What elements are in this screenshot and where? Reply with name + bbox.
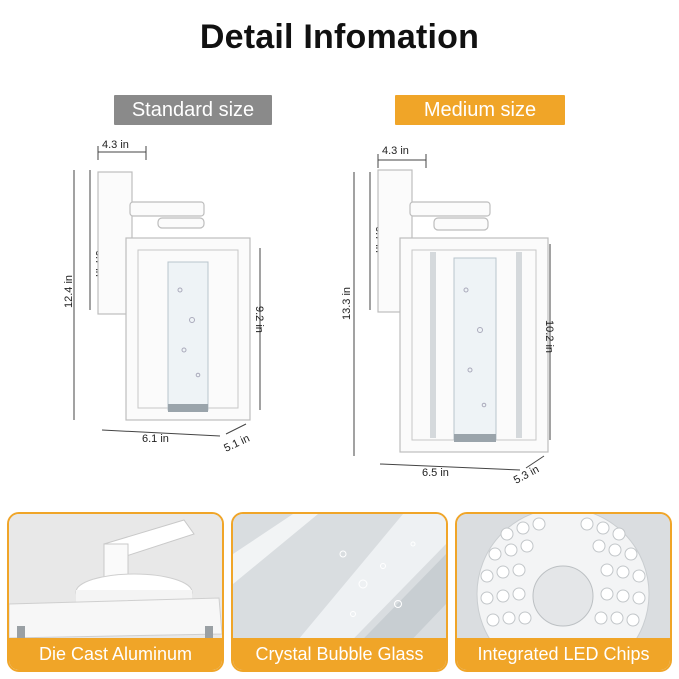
- standard-top-width: 4.3 in: [102, 139, 129, 151]
- feature-tile-led: Integrated LED Chips: [455, 512, 672, 672]
- page-title: Detail Infomation: [199, 18, 480, 56]
- feature-caption: Integrated LED Chips: [457, 638, 670, 670]
- standard-size-diagram: 4.3 in 12.4 in 6.7 in 9.2 in 6.1 in 5.1 …: [63, 139, 265, 455]
- feature-caption: Die Cast Aluminum: [9, 638, 222, 670]
- feature-tile-aluminum: Die Cast Aluminum: [7, 512, 224, 672]
- feature-caption: Crystal Bubble Glass: [233, 638, 446, 670]
- medium-total-height: 13.3 in: [341, 287, 353, 320]
- medium-width: 6.5 in: [422, 467, 449, 479]
- standard-depth: 5.1 in: [222, 432, 251, 454]
- medium-glass-height: 10.2 in: [543, 320, 555, 353]
- standard-total-height: 12.4 in: [63, 275, 75, 308]
- standard-width: 6.1 in: [142, 433, 169, 445]
- medium-top-width: 4.3 in: [382, 145, 409, 157]
- feature-tile-glass: Crystal Bubble Glass: [231, 512, 448, 672]
- medium-depth: 5.3 in: [512, 463, 541, 485]
- bubble-glass-closeup-image: [233, 514, 446, 670]
- medium-size-diagram: 4.3 in 13.3 in 6.7 in 10.2 in 6.5 in 5.3…: [341, 145, 555, 485]
- standard-size-label: Standard size: [114, 95, 272, 125]
- medium-size-label: Medium size: [395, 95, 565, 125]
- standard-glass-height: 9.2 in: [253, 306, 265, 333]
